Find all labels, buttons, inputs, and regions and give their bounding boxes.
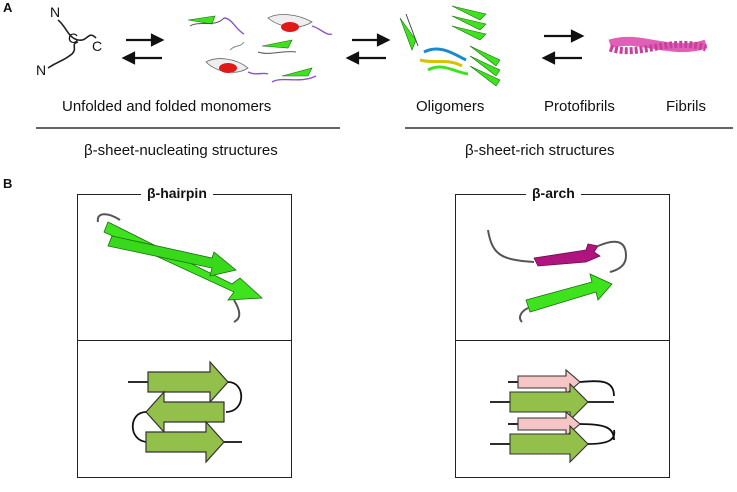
label-fibrils: Fibrils	[666, 98, 706, 115]
terminal-label-n-bottom: N	[36, 62, 47, 78]
fibril-cartoon	[608, 36, 708, 55]
arch-structure-box	[455, 194, 670, 341]
arch-topology-box	[455, 340, 670, 478]
hairpin-topology	[128, 360, 243, 464]
arch-ribbon	[487, 229, 628, 323]
label-monomers: Unfolded and folded monomers	[62, 98, 272, 115]
equilibrium-arrows-2	[345, 33, 391, 65]
equilibrium-arrows-1	[121, 33, 165, 65]
terminal-label-c-right: C	[92, 38, 103, 54]
hairpin-title: β-hairpin	[141, 185, 213, 201]
hairpin-topology-box	[77, 340, 292, 478]
oligomer-protofibril-cartoon	[399, 5, 501, 87]
hairpin-structure-box	[77, 194, 292, 341]
label-oligomers: Oligomers	[416, 98, 485, 115]
label-rich-structures: β-sheet-rich structures	[465, 142, 615, 159]
unfolded-chain	[47, 19, 97, 69]
panel-a-letter: A	[3, 0, 13, 15]
terminal-label-n-top: N	[50, 4, 61, 20]
arch-topology	[490, 368, 616, 464]
label-protofibrils: Protofibrils	[544, 98, 615, 115]
label-nucleating-structures: β-sheet-nucleating structures	[84, 142, 278, 159]
arch-title: β-arch	[526, 185, 581, 201]
folded-monomers	[187, 14, 333, 83]
panel-b-letter: B	[3, 176, 13, 191]
hairpin-ribbon	[96, 213, 263, 323]
equilibrium-arrows-3	[541, 29, 585, 65]
terminal-label-c-middle: C	[68, 30, 79, 46]
